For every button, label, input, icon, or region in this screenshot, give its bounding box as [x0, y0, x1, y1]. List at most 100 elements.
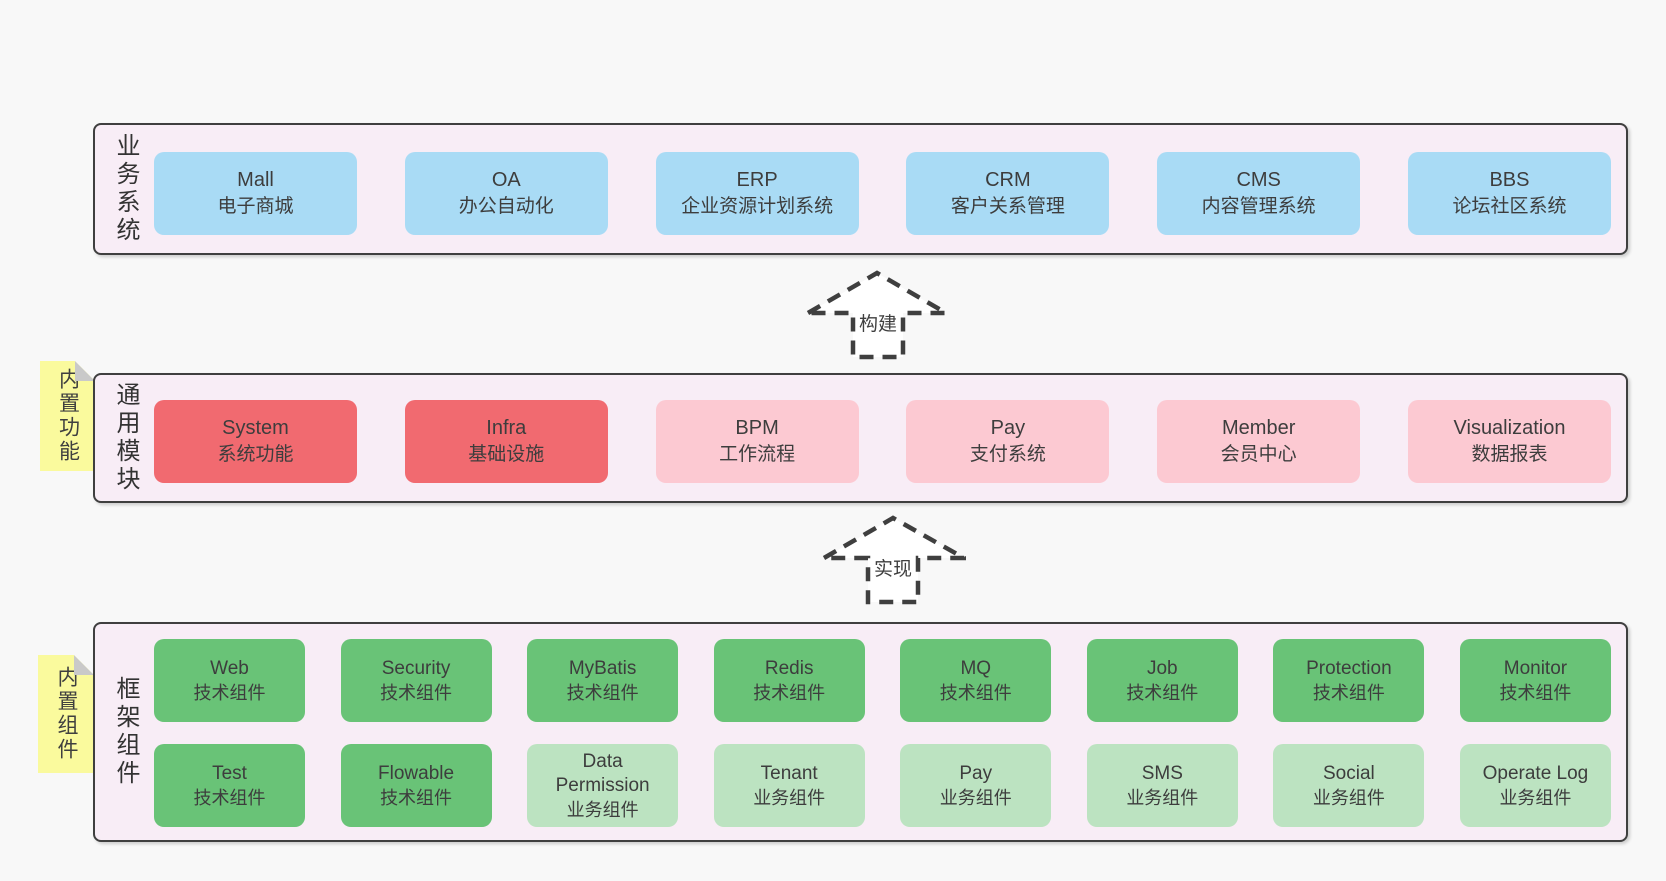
box-title: Tenant: [760, 762, 818, 784]
box-subtitle: 内容管理系统: [1201, 196, 1316, 217]
box-subtitle: 办公自动化: [458, 196, 554, 217]
builtin-features-tag-label: 内置功能: [56, 368, 80, 464]
box-subtitle: 系统功能: [217, 444, 294, 465]
box-infra: Infra 基础设施: [404, 400, 608, 483]
box-title: Monitor: [1503, 657, 1568, 679]
box-title: BBS: [1489, 169, 1530, 191]
box-subtitle: 基础设施: [468, 444, 545, 465]
box-data-permission: Data Permission 业务组件: [527, 744, 679, 827]
box-job: Job 技术组件: [1086, 639, 1238, 722]
box-title: MQ: [960, 657, 992, 679]
layer-business-systems: 业务系统 Mall 电子商城 OA 办公自动化 ERP 企业资源计划系统 CRM…: [93, 123, 1628, 255]
box-title: Member: [1222, 417, 1296, 439]
box-title: Social: [1323, 762, 1375, 784]
box-title: System: [222, 417, 289, 439]
box-pay-component: Pay 业务组件: [900, 744, 1052, 827]
build-arrow-label: 构建: [859, 313, 897, 335]
box-redis: Redis 技术组件: [713, 639, 865, 722]
box-subtitle: 工作流程: [719, 444, 796, 465]
box-erp: ERP 企业资源计划系统: [655, 152, 859, 235]
box-title: Web: [210, 657, 249, 679]
implement-arrow: 实现: [822, 515, 966, 605]
box-subtitle: 客户关系管理: [950, 196, 1065, 217]
box-title: Visualization: [1453, 417, 1566, 439]
box-title: Mall: [237, 169, 274, 191]
layer-business-systems-label: 业务系统: [112, 133, 139, 245]
box-mq: MQ 技术组件: [900, 639, 1052, 722]
box-subtitle: 技术组件: [566, 682, 639, 703]
box-title: Infra: [486, 417, 527, 439]
box-title: Pay: [959, 762, 993, 784]
box-system: System 系统功能: [154, 400, 357, 483]
box-title: Flowable: [378, 762, 455, 784]
box-subtitle: 技术组件: [939, 682, 1012, 703]
box-title: Protection: [1306, 657, 1392, 679]
box-subtitle: 电子商城: [217, 196, 294, 217]
folded-corner-icon: [75, 361, 95, 381]
box-title: CRM: [985, 169, 1031, 191]
box-subtitle: 业务组件: [1126, 787, 1199, 808]
box-subtitle: 技术组件: [1126, 682, 1199, 703]
build-arrow: 构建: [806, 270, 950, 360]
box-monitor: Monitor 技术组件: [1459, 639, 1611, 722]
box-operate-log: Operate Log 业务组件: [1459, 744, 1611, 827]
box-security: Security 技术组件: [340, 639, 492, 722]
box-title: ERP: [736, 169, 778, 191]
box-subtitle: 技术组件: [193, 682, 266, 703]
build-arrow-shape: [806, 270, 950, 360]
box-subtitle: 业务组件: [939, 787, 1012, 808]
box-bbs: BBS 论坛社区系统: [1407, 152, 1611, 235]
box-title: Data Permission: [555, 750, 650, 796]
box-subtitle: 业务组件: [1312, 787, 1385, 808]
box-subtitle: 技术组件: [380, 787, 453, 808]
box-social: Social 业务组件: [1273, 744, 1425, 827]
box-subtitle: 技术组件: [753, 682, 826, 703]
box-bpm: BPM 工作流程: [655, 400, 859, 483]
box-mybatis: MyBatis 技术组件: [527, 639, 679, 722]
layer-common-modules: 通用模块 System 系统功能 Infra 基础设施 BPM 工作流程 Pay…: [93, 373, 1628, 503]
box-title: BPM: [735, 417, 779, 439]
box-subtitle: 业务组件: [753, 787, 826, 808]
box-member: Member 会员中心: [1157, 400, 1361, 483]
box-cms: CMS 内容管理系统: [1157, 152, 1361, 235]
box-title: Operate Log: [1482, 762, 1589, 784]
builtin-components-tag: 内置组件: [38, 655, 94, 773]
box-protection: Protection 技术组件: [1273, 639, 1425, 722]
implement-arrow-label: 实现: [874, 558, 912, 580]
box-title: Pay: [990, 417, 1026, 439]
builtin-features-tag: 内置功能: [40, 361, 95, 471]
box-flowable: Flowable 技术组件: [340, 744, 492, 827]
box-subtitle: 数据报表: [1471, 444, 1548, 465]
box-title: Security: [381, 657, 451, 679]
box-subtitle: 支付系统: [969, 444, 1046, 465]
business-systems-row: Mall 电子商城 OA 办公自动化 ERP 企业资源计划系统 CRM 客户关系…: [154, 152, 1611, 235]
box-oa: OA 办公自动化: [404, 152, 608, 235]
box-title: CMS: [1236, 169, 1281, 191]
box-subtitle: 技术组件: [1312, 682, 1385, 703]
box-subtitle: 技术组件: [193, 787, 266, 808]
box-web: Web 技术组件: [154, 639, 305, 722]
box-pay: Pay 支付系统: [906, 400, 1110, 483]
box-subtitle: 企业资源计划系统: [681, 196, 834, 217]
box-visualization: Visualization 数据报表: [1407, 400, 1611, 483]
layer-framework-components: 框架组件 Web 技术组件 Security 技术组件 MyBatis 技术组件…: [93, 622, 1628, 842]
box-title: Job: [1146, 657, 1178, 679]
framework-components-row-1: Web 技术组件 Security 技术组件 MyBatis 技术组件 Redi…: [154, 639, 1611, 722]
box-tenant: Tenant 业务组件: [713, 744, 865, 827]
framework-components-row-2: Test 技术组件 Flowable 技术组件 Data Permission …: [154, 744, 1611, 827]
box-subtitle: 会员中心: [1220, 444, 1297, 465]
common-modules-row: System 系统功能 Infra 基础设施 BPM 工作流程 Pay 支付系统…: [154, 400, 1611, 483]
folded-corner-icon: [74, 655, 94, 675]
box-subtitle: 技术组件: [380, 682, 453, 703]
box-subtitle: 技术组件: [1499, 682, 1572, 703]
box-title: Test: [212, 762, 247, 784]
builtin-components-tag-label: 内置组件: [55, 666, 78, 762]
box-subtitle: 业务组件: [1499, 787, 1572, 808]
box-title: OA: [491, 169, 521, 191]
layer-framework-components-label: 框架组件: [112, 676, 139, 788]
box-subtitle: 业务组件: [566, 799, 639, 820]
box-sms: SMS 业务组件: [1086, 744, 1238, 827]
layer-common-modules-label: 通用模块: [112, 382, 139, 494]
implement-arrow-shape: [822, 515, 966, 605]
